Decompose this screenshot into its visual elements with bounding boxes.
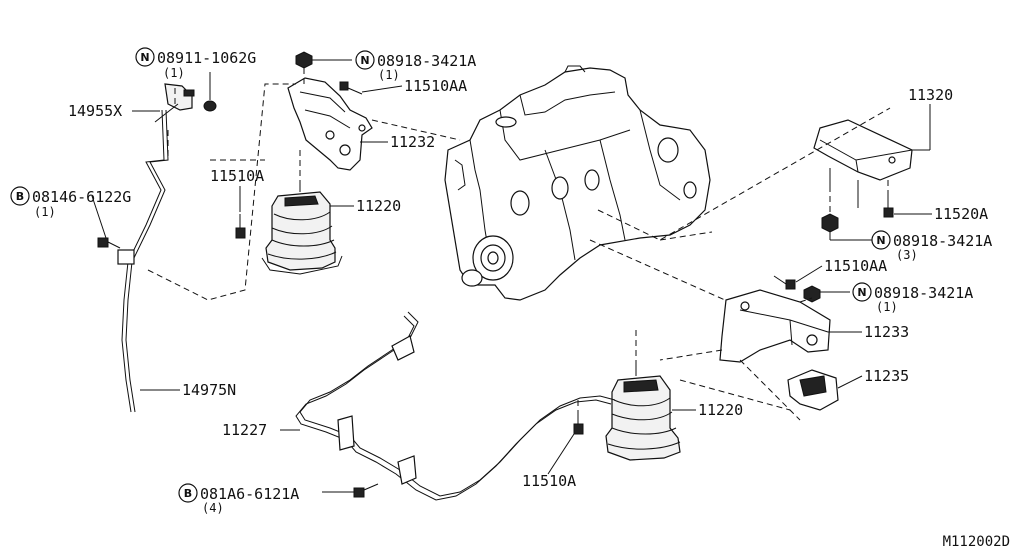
label-08918-3421a-top: N 08918-3421A (1) (355, 50, 476, 82)
bolt-icon (235, 214, 246, 239)
label-11220-left: 11220 (356, 197, 401, 215)
label-11320: 11320 (908, 86, 953, 104)
svg-text:N: N (857, 286, 866, 299)
label-14975n: 14975N (182, 381, 236, 399)
nut-icon (821, 213, 839, 233)
bolt-icon (883, 196, 894, 218)
bolt-icon (97, 237, 121, 249)
badge-n-icon (871, 230, 891, 250)
engine-block-illustration (444, 65, 711, 301)
engine-mount-11220-right (605, 362, 681, 461)
label-11232: 11232 (390, 133, 435, 151)
label-08911-1062g: N 08911-1062G (1) (135, 47, 256, 80)
svg-text:(1): (1) (163, 66, 185, 80)
label-08146-6122g: B 08146-6122G (1) (10, 186, 131, 219)
badge-n-icon (852, 282, 872, 302)
svg-text:(1): (1) (876, 300, 898, 314)
sensor-14955x (154, 83, 217, 123)
nut-icon (295, 51, 313, 69)
label-11233: 11233 (864, 323, 909, 341)
svg-text:081A6-6121A: 081A6-6121A (200, 485, 299, 503)
figure-reference: M112002D (943, 534, 1010, 550)
badge-b-icon (10, 186, 30, 206)
bolt-icon (573, 410, 584, 435)
svg-text:(4): (4) (202, 501, 224, 515)
label-11235: 11235 (864, 367, 909, 385)
label-08918-3421a-3: N 08918-3421A (3) (871, 230, 992, 262)
badge-n-icon (355, 50, 375, 70)
label-081a6-6121a: B 081A6-6121A (4) (178, 483, 299, 515)
label-11510aa-right: 11510AA (824, 257, 887, 275)
harness-14975n (117, 109, 169, 413)
label-14955x: 14955X (68, 102, 122, 120)
harness-11227 (295, 311, 616, 501)
bracket-11235 (787, 369, 839, 411)
nut-icon (803, 285, 821, 303)
label-11510a-bottom: 11510A (522, 472, 576, 490)
svg-text:08918-3421A: 08918-3421A (874, 284, 973, 302)
leader-lines (91, 59, 932, 493)
svg-text:08146-6122G: 08146-6122G (32, 188, 131, 206)
bracket-11232 (287, 77, 373, 171)
svg-text:N: N (360, 54, 369, 67)
label-11520a: 11520A (934, 205, 988, 223)
engine-mount-11220-left (261, 180, 343, 275)
svg-text:(1): (1) (378, 68, 400, 82)
label-11220-right: 11220 (698, 401, 743, 419)
svg-text:(3): (3) (896, 248, 918, 262)
svg-text:N: N (876, 234, 885, 247)
badge-n-icon (135, 47, 155, 67)
svg-text:08918-3421A: 08918-3421A (377, 52, 476, 70)
badge-b-icon (178, 483, 198, 503)
svg-text:08911-1062G: 08911-1062G (157, 49, 256, 67)
svg-text:(1): (1) (34, 205, 56, 219)
label-08918-3421a-right: N 08918-3421A (1) (852, 282, 973, 314)
bolt-icon (773, 275, 796, 290)
bolt-icon (339, 81, 363, 95)
svg-text:08918-3421A: 08918-3421A (893, 232, 992, 250)
svg-text:N: N (140, 51, 149, 64)
label-11510aa-top: 11510AA (404, 77, 467, 95)
bracket-11320 (813, 119, 913, 208)
svg-text:B: B (184, 487, 192, 500)
label-11510a-left: 11510A (210, 167, 264, 185)
svg-text:B: B (16, 190, 24, 203)
bracket-11233 (719, 289, 831, 363)
label-11227: 11227 (222, 421, 267, 439)
bolt-icon (353, 483, 379, 498)
